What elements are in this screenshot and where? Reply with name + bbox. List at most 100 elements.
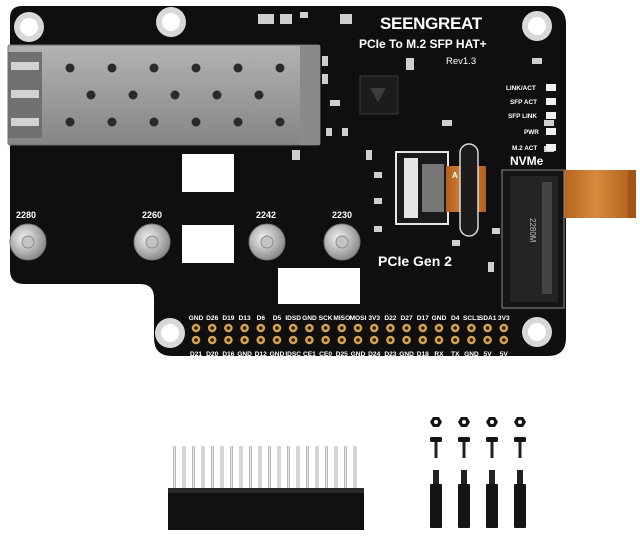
- ribbon-slot: [459, 143, 479, 237]
- led-pwr: [546, 128, 556, 135]
- gpio-pin-label: 5V: [500, 351, 509, 358]
- standoff-thread-icon: [489, 470, 495, 484]
- ribbon-label: A: [452, 171, 458, 180]
- gpio-pad-hole: [421, 326, 425, 330]
- gpio-pad-hole: [502, 326, 506, 330]
- gpio-pad-hole: [226, 326, 231, 330]
- gpio-pin-label: SCK: [319, 315, 333, 322]
- gpio-pin-label: D18: [417, 351, 429, 358]
- screw-head-icon: [486, 437, 498, 442]
- standoff-label-2260: 2260: [142, 210, 162, 220]
- gpio-pin-label: GND: [399, 351, 414, 358]
- gpio-pad-hole: [210, 338, 214, 342]
- header-pin: [173, 446, 176, 490]
- pcie-switch-chip: [359, 75, 399, 115]
- gpio-pad-hole: [291, 338, 296, 342]
- brand-text: SEENGREAT: [380, 14, 483, 33]
- led-label-sfp-act: SFP ACT: [510, 99, 537, 106]
- gpio-pin-label: D19: [222, 315, 234, 322]
- gpio-pad-hole: [226, 338, 231, 342]
- gpio-pin-label: MISO: [333, 315, 350, 322]
- gpio-header-pads: [191, 323, 509, 345]
- gpio-pad-hole: [340, 338, 344, 342]
- led-label-sfp-link: SFP LINK: [508, 113, 537, 120]
- m2-marking: 2280M: [528, 218, 537, 243]
- header-pin: [325, 446, 328, 490]
- nut-hole: [434, 420, 438, 424]
- gpio-pin-label: D25: [336, 351, 348, 358]
- gpio-pin-label: RX: [434, 351, 444, 358]
- gpio-pad-hole: [210, 326, 214, 330]
- gpio-pad-hole: [307, 326, 312, 330]
- standoff-icon: [430, 417, 526, 528]
- led-sfp-link: [546, 112, 556, 119]
- header-pin: [201, 446, 205, 490]
- header-pin: [192, 446, 195, 490]
- standoff-kit: [486, 417, 498, 528]
- gpio-pad-hole: [388, 338, 393, 342]
- revision-text: Rev1.3: [446, 56, 476, 67]
- header-pin: [249, 446, 252, 490]
- gpio-pad-hole: [323, 326, 328, 330]
- header-pin: [306, 446, 309, 490]
- gpio-pin-label: CE0: [319, 351, 332, 358]
- header-pin: [230, 446, 233, 490]
- gpio-pad-hole: [275, 326, 279, 330]
- screw-shaft-icon: [518, 442, 522, 458]
- gpio-pad-hole: [194, 326, 198, 330]
- mounting-hole: [522, 11, 552, 41]
- gpio-pad-hole: [259, 338, 263, 342]
- standoff-label-2230: 2230: [332, 210, 352, 220]
- gpio-pad-hole: [421, 338, 425, 342]
- gpio-pin-label: D26: [206, 315, 218, 322]
- gpio-pad-hole: [502, 338, 506, 342]
- gpio-pad-hole: [323, 338, 328, 342]
- screw-head-icon: [430, 437, 442, 442]
- screw-shaft-icon: [434, 442, 438, 458]
- nut-hole: [462, 420, 466, 424]
- gpio-pad-hole: [372, 338, 377, 342]
- led-label-m2-act: M.2 ACT: [512, 145, 537, 152]
- gpio-pin-label: TX: [451, 351, 460, 358]
- nvme-label: NVMe: [510, 154, 544, 168]
- header-pin: [211, 446, 214, 490]
- gpio-pin-label: IDSD: [285, 315, 301, 322]
- gpio-pad-hole: [194, 338, 198, 342]
- gpio-pad-hole: [469, 326, 474, 330]
- gpio-pad-hole: [242, 338, 247, 342]
- gpio-pad-hole: [437, 338, 441, 342]
- header-pin: [277, 446, 281, 490]
- header-pin: [182, 446, 186, 490]
- gpio-pin-label: D23: [384, 351, 396, 358]
- standoff-body-icon: [514, 484, 526, 528]
- gpio-pin-label: D22: [384, 315, 396, 322]
- gpio-pin-label: GND: [351, 351, 366, 358]
- standoff-label-2242: 2242: [256, 210, 276, 220]
- header-pin: [268, 446, 271, 490]
- gpio-pin-label: D5: [273, 315, 282, 322]
- gpio-pad-hole: [372, 326, 377, 330]
- gpio-pad-hole: [469, 338, 474, 342]
- header-pin: [239, 446, 243, 490]
- gpio-pad-hole: [356, 326, 360, 330]
- gpio-pin-label: SCL1: [463, 315, 480, 322]
- gpio-pad-hole: [242, 326, 247, 330]
- fpc-connector: [395, 151, 449, 225]
- gpio-pin-label: GND: [189, 315, 204, 322]
- standoff-2242: [248, 223, 286, 261]
- mounting-hole: [156, 7, 186, 37]
- led-m2-act: [546, 144, 556, 151]
- smd-components: [258, 12, 554, 272]
- header-pin: [315, 446, 319, 490]
- gpio-pin-label: GND: [302, 315, 317, 322]
- nut-hole: [518, 420, 522, 424]
- gpio-pin-label: D21: [190, 351, 202, 358]
- mounting-hole: [522, 317, 552, 347]
- bus-label: PCIe Gen 2: [378, 253, 452, 269]
- mounting-hole: [155, 318, 185, 348]
- header-pin: [353, 446, 357, 490]
- gpio-pin-label: 3V3: [498, 315, 510, 322]
- nut-hole: [490, 420, 494, 424]
